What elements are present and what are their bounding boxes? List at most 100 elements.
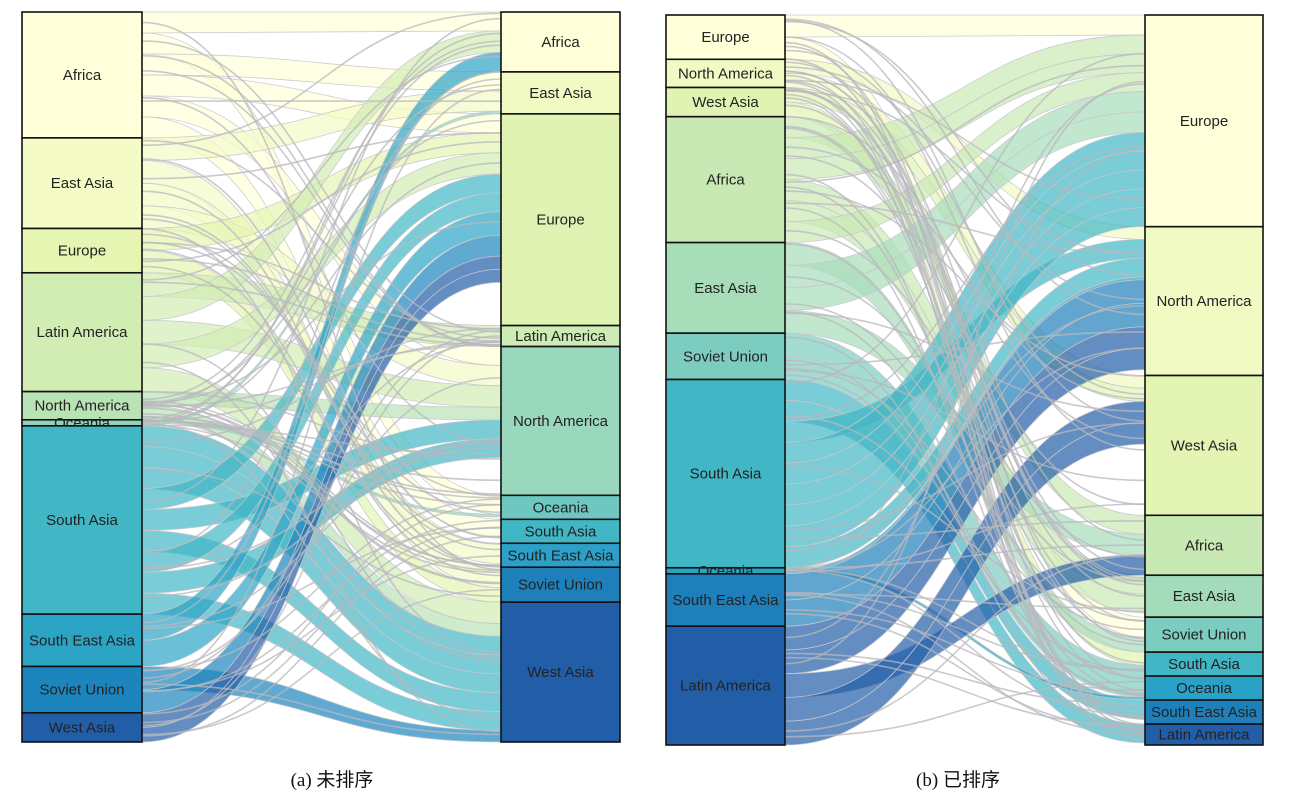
flow-thin-line: [141, 139, 502, 339]
right-node-label: Africa: [541, 34, 580, 51]
flow-thin-line: [784, 594, 1146, 736]
left-node-east-asia: East Asia: [21, 137, 143, 230]
left-node-label: South Asia: [690, 466, 762, 483]
left-node-label: North America: [678, 65, 774, 82]
right-node-latin-america: Latin America: [500, 324, 621, 348]
right-node-label: South East Asia: [1151, 704, 1258, 721]
right-node-label: South Asia: [1168, 656, 1240, 673]
left-node-label: Europe: [701, 29, 749, 46]
flow-thin-line: [141, 526, 502, 724]
flow-thin-line: [784, 422, 1146, 531]
flow-thin-line: [141, 424, 502, 574]
left-node-box: [665, 378, 786, 569]
right-node-europe: Europe: [1144, 14, 1264, 228]
flow-thin-line: [784, 61, 1146, 541]
right-node-south-east-asia: South East Asia: [1144, 699, 1264, 725]
right-node-europe: Europe: [500, 113, 621, 327]
flow-thin-line: [141, 40, 502, 333]
left-node-south-asia: South Asia: [21, 425, 143, 615]
right-node-box: [1144, 374, 1264, 517]
flow-thin-line: [784, 80, 1146, 665]
right-node-latin-america: Latin America: [1144, 723, 1264, 746]
flow-thin-line: [784, 66, 1146, 301]
left-node-europe: Europe: [21, 227, 143, 274]
right-node-box: [500, 71, 621, 115]
left-node-label: East Asia: [51, 175, 114, 192]
right-node-east-asia: East Asia: [1144, 574, 1264, 618]
flow-africa-to-africa: [141, 11, 502, 34]
flow-thin-line: [784, 369, 1146, 482]
flow-thin-line: [141, 158, 502, 538]
right-node-box: [1144, 14, 1264, 228]
left-node-label: West Asia: [49, 719, 116, 736]
flow-thin-line: [784, 568, 1146, 671]
left-node-africa: Africa: [21, 11, 143, 139]
flow-thin-line: [784, 304, 1146, 552]
right-node-label: East Asia: [529, 85, 592, 102]
right-node-box: [500, 566, 621, 603]
left-node-box: [21, 613, 143, 668]
right-node-label: South East Asia: [508, 547, 615, 564]
left-node-box: [665, 625, 786, 746]
right-node-label: North America: [513, 413, 609, 430]
right-node-box: [1144, 225, 1264, 377]
right-node-africa: Africa: [500, 11, 621, 73]
flow-thin-line: [784, 311, 1146, 679]
right-node-soviet-union: Soviet Union: [1144, 616, 1264, 653]
right-node-box: [1144, 574, 1264, 618]
flow-thin-line: [141, 555, 502, 692]
left-node-label: South East Asia: [29, 632, 136, 649]
left-node-soviet-union: Soviet Union: [21, 665, 143, 714]
left-node-box: [665, 115, 786, 244]
flow-thin-line: [141, 40, 502, 401]
flow-thin-line: [141, 498, 502, 672]
flow-thin-line: [784, 79, 1146, 200]
right-node-east-asia: East Asia: [500, 71, 621, 115]
left-node-west-asia: West Asia: [665, 86, 786, 118]
flow-thin-line: [784, 347, 1146, 570]
left-node-box: [665, 86, 786, 118]
flow-thin-line: [141, 78, 502, 555]
flow-thin-line: [141, 221, 502, 404]
right-node-box: [1144, 514, 1264, 577]
left-node-box: [21, 227, 143, 274]
left-node-label: Europe: [58, 243, 106, 260]
flow-thin-line: [141, 341, 502, 568]
left-node-europe: Europe: [665, 14, 786, 61]
flow-thin-line: [141, 84, 502, 407]
right-node-label: Oceania: [1176, 680, 1233, 697]
flow-thin-line: [141, 241, 502, 497]
left-node-label: Latin America: [37, 324, 129, 341]
right-node-label: Soviet Union: [1161, 627, 1246, 644]
flow-thin-line: [784, 97, 1146, 734]
flow-thin-line: [141, 683, 502, 736]
left-node-label: South Asia: [46, 512, 118, 529]
left-node-label: Latin America: [680, 678, 772, 695]
right-node-box: [500, 113, 621, 327]
flow-thin-line: [141, 535, 502, 737]
flow-thin-line: [784, 656, 1146, 727]
flow-thin-line: [141, 241, 502, 330]
flow-thin-line: [784, 303, 1146, 622]
left-node-label: Soviet Union: [39, 682, 124, 699]
flow-thin-line: [784, 146, 1146, 400]
flow-thin-line: [784, 593, 1146, 610]
flow-thin-line: [784, 83, 1146, 570]
left-node-north-america: North America: [665, 58, 786, 89]
flow-thin-line: [141, 416, 502, 499]
flow-thin-line: [141, 446, 502, 598]
right-node-label: North America: [1156, 293, 1252, 310]
flow-thin-line: [784, 18, 1146, 316]
flow-thin-line: [784, 520, 1146, 539]
right-node-box: [500, 11, 621, 73]
right-node-west-asia: West Asia: [500, 601, 621, 743]
flow-thin-line: [141, 32, 502, 423]
flow-thin-line: [141, 190, 502, 568]
flow-thin-line: [784, 186, 1146, 697]
right-node-label: East Asia: [1173, 588, 1236, 605]
